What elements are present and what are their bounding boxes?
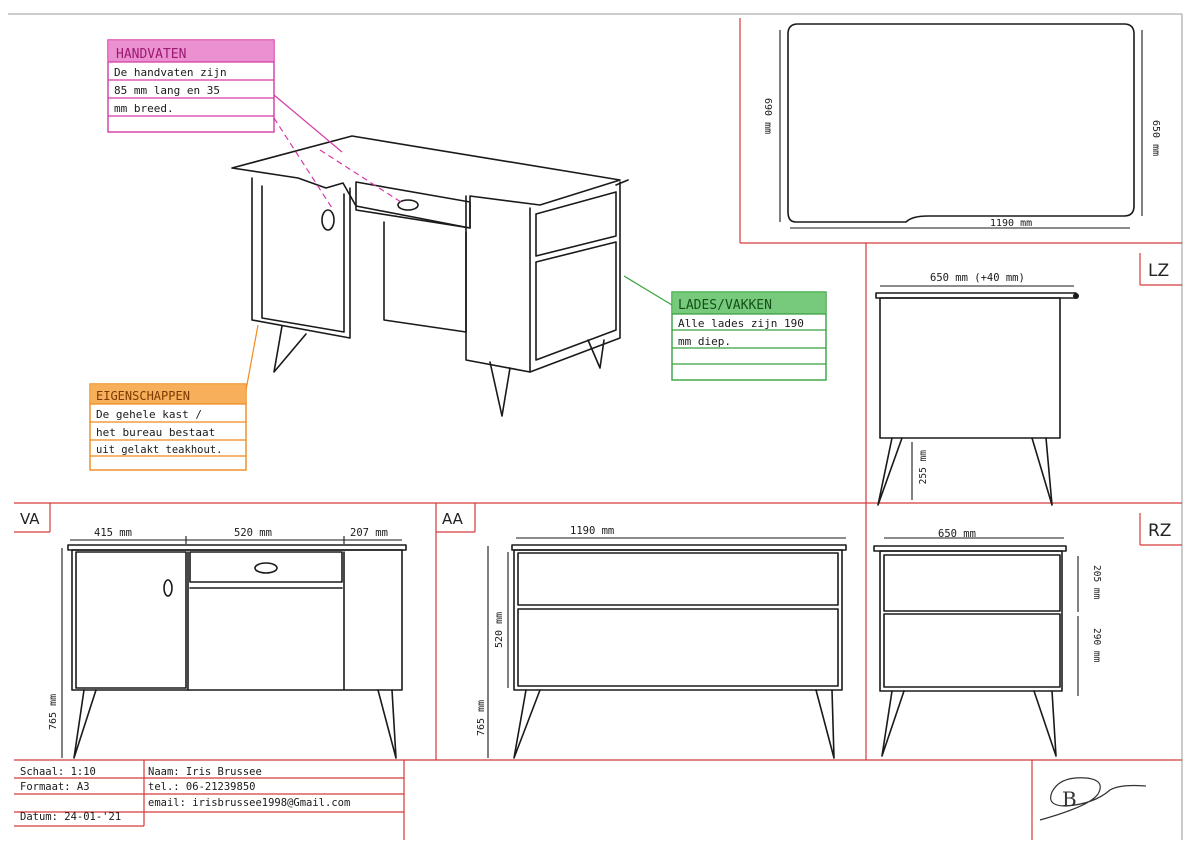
leader-lines [245,94,673,391]
title-block-datum: Datum: 24-01-'21 [20,811,121,823]
dim-rz-d1: 205 mm [1091,565,1102,600]
signature: B [1039,777,1147,821]
title-block-formaat: Formaat: A3 [20,781,90,793]
dim-top-right: 650 mm [1150,120,1161,156]
drawing-frame [8,13,1183,840]
view-label-rz: RZ [1148,521,1171,541]
note-eigenschappen-line: het bureau bestaat [96,426,215,439]
rz-view [873,537,1079,757]
dim-aa-height: 765 mm [476,700,487,736]
dim-lz-leg: 255 mm [918,450,929,485]
dim-lz-width: 650 mm (+40 mm) [930,272,1025,284]
top-view [779,23,1143,229]
view-label-lz: LZ [1148,261,1169,281]
title-block-tel: tel.: 06-21239850 [148,781,255,793]
dim-va-w3: 207 mm [350,527,388,539]
note-eigenschappen-line: De gehele kast / [96,408,202,421]
dim-rz-d2: 290 mm [1091,628,1102,663]
dim-va-w1: 415 mm [94,527,132,539]
dim-rz-width: 650 mm [938,528,976,540]
note-lades [671,291,827,381]
dim-aa-width: 1190 mm [570,525,614,537]
note-handvaten [107,39,275,133]
title-block-email: email: irisbrussee1998@Gmail.com [148,797,350,809]
view-label-aa: AA [442,510,464,528]
view-label-va: VA [20,510,40,528]
title-block-schaal: Schaal: 1:10 [20,766,96,778]
aa-view [487,537,847,759]
note-lades-line: Alle lades zijn 190 [678,317,804,330]
dim-va-w2: 520 mm [234,527,272,539]
title-block-naam: Naam: Iris Brussee [148,766,262,778]
isometric-desk-sketch [231,135,629,417]
note-handvaten-line: 85 mm lang en 35 [114,84,220,97]
dim-top-height: 690 mm [762,98,773,134]
signature-letter: B [1062,787,1077,811]
va-view [61,536,407,759]
dim-va-height: 765 mm [48,694,59,730]
lz-view [875,285,1079,506]
dim-aa-inner: 520 mm [494,612,505,648]
note-eigenschappen-title: EIGENSCHAPPEN [96,389,190,403]
note-lades-title: LADES/VAKKEN [678,298,772,313]
note-handvaten-line: De handvaten zijn [114,66,227,79]
note-handvaten-line: mm breed. [114,102,174,115]
note-lades-line: mm diep. [678,335,731,348]
note-handvaten-title: HANDVATEN [116,47,186,62]
note-eigenschappen-line: uit gelakt teakhout. [96,444,222,456]
note-eigenschappen [89,383,247,471]
dim-top-width: 1190 mm [990,218,1032,229]
